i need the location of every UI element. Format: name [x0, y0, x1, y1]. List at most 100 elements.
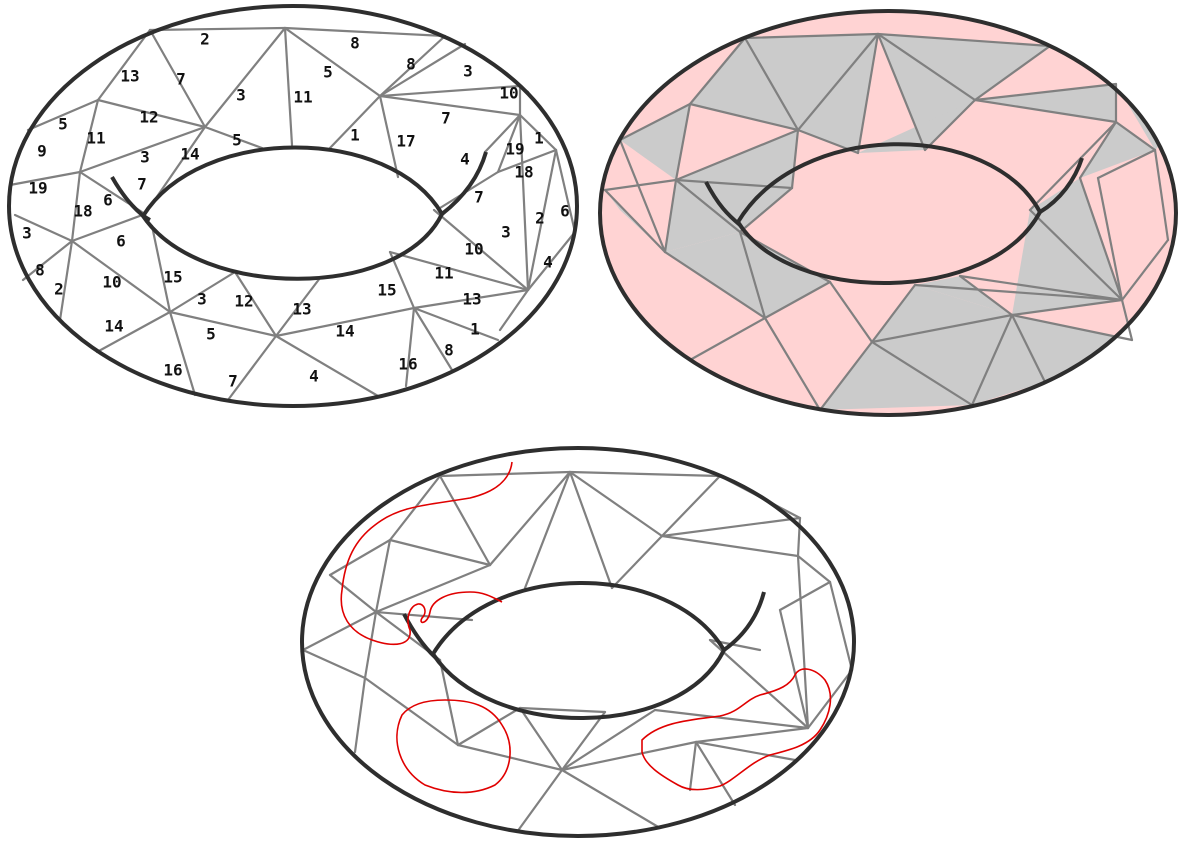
mesh-edge — [170, 312, 276, 336]
mesh-edge — [798, 556, 830, 582]
mesh-edge — [696, 728, 808, 742]
mesh-edge — [150, 28, 285, 30]
edge-label: 7 — [441, 109, 451, 128]
mesh-edge — [696, 742, 735, 805]
edge-label: 4 — [543, 253, 553, 272]
mesh-edge — [414, 308, 452, 370]
edge-label: 7 — [228, 372, 238, 391]
edge-label: 13 — [120, 67, 139, 86]
mesh-edge — [612, 536, 662, 588]
edge-label: 8 — [444, 341, 454, 360]
mesh-edge — [562, 770, 660, 828]
mesh-edge — [23, 241, 72, 280]
edge-label: 3 — [236, 86, 246, 105]
edge-label: 17 — [396, 132, 415, 151]
mesh-edge — [380, 44, 465, 96]
mesh-edge — [780, 582, 830, 610]
edge-label: 16 — [163, 361, 182, 380]
mesh-edge — [303, 650, 365, 678]
edge-label: 7 — [176, 70, 186, 89]
mesh-edge — [690, 742, 696, 790]
edge-label: 5 — [232, 131, 242, 150]
mesh-edge — [458, 708, 520, 745]
edge-label: 15 — [163, 268, 182, 287]
mesh-edge — [365, 612, 376, 678]
torus-hole-outline — [143, 147, 442, 278]
mesh-edge — [570, 472, 662, 536]
edge-label: 7 — [137, 175, 147, 194]
edge-label: 18 — [514, 163, 533, 182]
edge-label: 19 — [28, 179, 47, 198]
torus-hole-outline — [433, 583, 724, 718]
edge-label: 2 — [200, 30, 210, 49]
edge-label: 10 — [499, 84, 518, 103]
mesh-edge — [440, 172, 498, 208]
edge-label: 3 — [140, 148, 150, 167]
mesh-edge — [696, 742, 795, 760]
edge-label: 11 — [86, 129, 105, 148]
edge-label: 5 — [323, 63, 333, 82]
mesh-edge — [662, 536, 798, 556]
edge-label: 9 — [37, 142, 47, 161]
edge-label: 12 — [139, 108, 158, 127]
colored-torus — [600, 11, 1176, 415]
edge-label: 10 — [102, 273, 121, 292]
edge-label: 14 — [104, 317, 123, 336]
mesh-edge — [490, 472, 570, 565]
mesh-edge — [517, 770, 562, 832]
mesh-edge — [570, 472, 720, 476]
edge-label: 14 — [335, 322, 354, 341]
mesh-edge — [98, 30, 150, 100]
edge-label: 10 — [464, 240, 483, 259]
mesh-edge — [440, 472, 570, 476]
face-layer — [600, 11, 1176, 415]
curves-torus — [302, 448, 854, 836]
mesh-edge — [525, 472, 570, 588]
torus-outer-outline — [302, 448, 854, 836]
edge-label: 6 — [560, 202, 570, 221]
edge-label: 8 — [406, 55, 416, 74]
edge-label: 6 — [103, 191, 113, 210]
mesh-edge — [406, 308, 414, 386]
edge-label: 4 — [309, 367, 319, 386]
edge-label: 14 — [180, 145, 199, 164]
edge-label: 3 — [463, 62, 473, 81]
edge-label: 11 — [434, 264, 453, 283]
edge-label: 1 — [350, 126, 360, 145]
edge-label: 13 — [292, 300, 311, 319]
edge-label: 8 — [350, 34, 360, 53]
edge-label: 1 — [470, 320, 480, 339]
mesh-edge — [570, 472, 612, 588]
edge-label: 8 — [35, 261, 45, 280]
edge-label: 4 — [460, 150, 470, 169]
edge-label: 11 — [293, 88, 312, 107]
mesh-edge — [376, 540, 390, 612]
mesh-edge — [662, 476, 720, 536]
mesh-edge — [355, 678, 365, 752]
edge-label: 1 — [534, 129, 544, 148]
mesh-edge — [170, 312, 195, 395]
edge-label: 19 — [505, 140, 524, 159]
edge-label: 3 — [22, 224, 32, 243]
edge-label: 3 — [197, 290, 207, 309]
edge-label: 5 — [58, 115, 68, 134]
mesh-edge — [390, 540, 490, 565]
edge-label: 5 — [206, 325, 216, 344]
mesh-edge — [662, 518, 800, 536]
mesh-edge — [276, 336, 378, 396]
edge-label: 7 — [474, 188, 484, 207]
mesh-edge — [303, 612, 376, 650]
mesh-edge — [830, 582, 852, 670]
edge-label: 13 — [462, 290, 481, 309]
edge-label: 2 — [535, 209, 545, 228]
edge-label: 6 — [116, 232, 126, 251]
edge-label: 16 — [398, 355, 417, 374]
edge-label: 2 — [54, 280, 64, 299]
edge-label: 3 — [501, 223, 511, 242]
edge-label: 12 — [234, 292, 253, 311]
edge-label: 15 — [377, 281, 396, 300]
mesh-edge — [285, 28, 292, 145]
mesh-edge — [414, 308, 498, 340]
